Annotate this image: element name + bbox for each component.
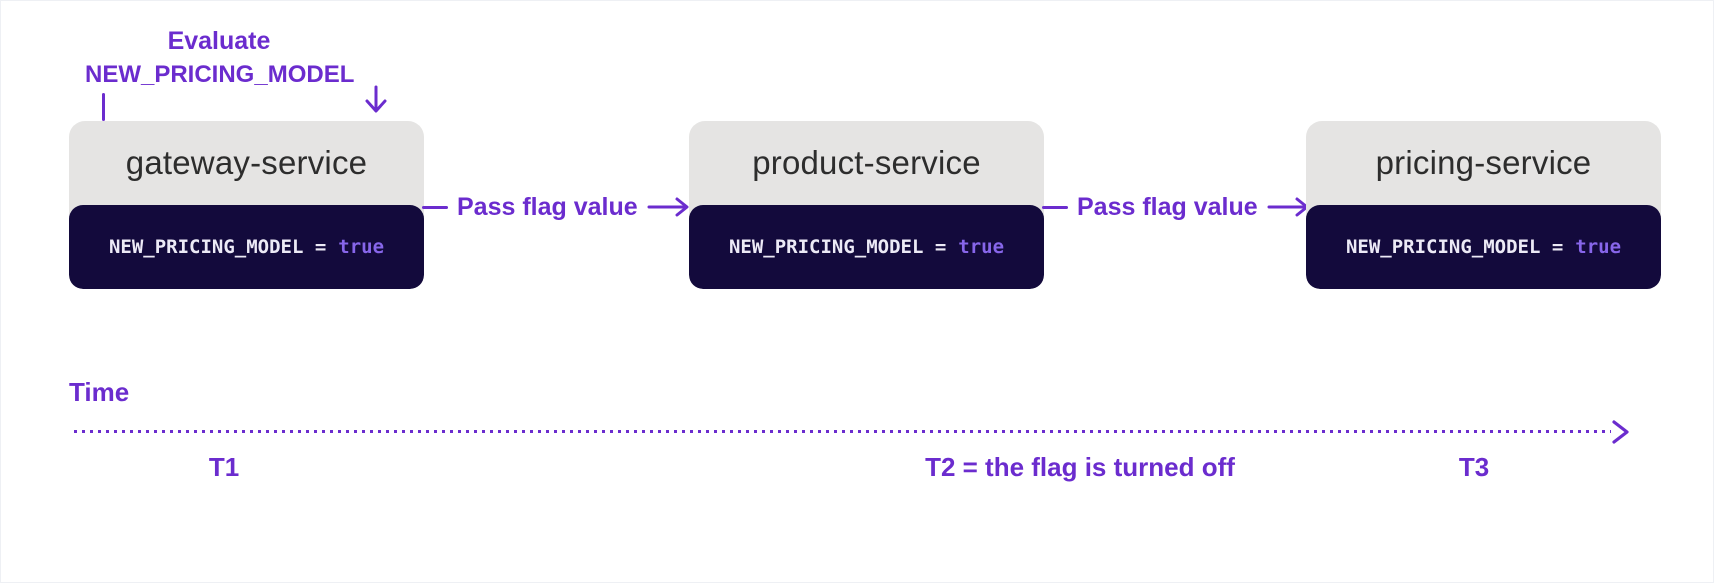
flag-assignment: NEW_PRICING_MODEL = true <box>689 205 1044 289</box>
connector-pass-flag-2: Pass flag value <box>1042 192 1309 222</box>
connector-label: Pass flag value <box>1077 192 1258 221</box>
flag-assignment: NEW_PRICING_MODEL = true <box>69 205 424 289</box>
service-card-gateway: gateway-service NEW_PRICING_MODEL = true <box>69 121 424 289</box>
annotation-line2: NEW_PRICING_MODEL <box>85 61 355 88</box>
annotation-tick-line <box>102 93 105 121</box>
service-card-product: product-service NEW_PRICING_MODEL = true <box>689 121 1044 289</box>
flag-expression: NEW_PRICING_MODEL = <box>108 236 327 258</box>
connector-dash <box>1042 205 1068 209</box>
timeline-axis-label: Time <box>69 377 130 407</box>
service-card-pricing: pricing-service NEW_PRICING_MODEL = true <box>1306 121 1661 289</box>
flag-value: true <box>338 236 385 258</box>
annotation-line1: Evaluate <box>167 27 271 55</box>
timeline-dotted-line <box>74 430 1611 433</box>
arrow-right-icon <box>1267 197 1309 217</box>
flag-assignment: NEW_PRICING_MODEL = true <box>1306 205 1661 289</box>
flag-expression: NEW_PRICING_MODEL = <box>728 236 947 258</box>
arrow-down-icon <box>362 85 390 126</box>
service-name: pricing-service <box>1375 144 1592 181</box>
timeline-arrowhead-icon <box>1607 419 1633 450</box>
timeline-marker-t1: T1 <box>208 452 240 482</box>
flag-value: true <box>1575 236 1622 258</box>
flag-expression: NEW_PRICING_MODEL = <box>1345 236 1564 258</box>
arrow-right-icon <box>647 197 689 217</box>
service-name: gateway-service <box>125 144 368 181</box>
flag-value: true <box>958 236 1005 258</box>
evaluate-annotation: Evaluate NEW_PRICING_MODEL <box>85 25 355 91</box>
timeline-marker-t3: T3 <box>1458 452 1490 482</box>
timeline-marker-t2: T2 = the flag is turned off <box>925 452 1235 482</box>
connector-pass-flag-1: Pass flag value <box>422 192 690 222</box>
service-name: product-service <box>752 144 981 181</box>
connector-dash <box>422 205 448 209</box>
connector-label: Pass flag value <box>457 192 638 221</box>
